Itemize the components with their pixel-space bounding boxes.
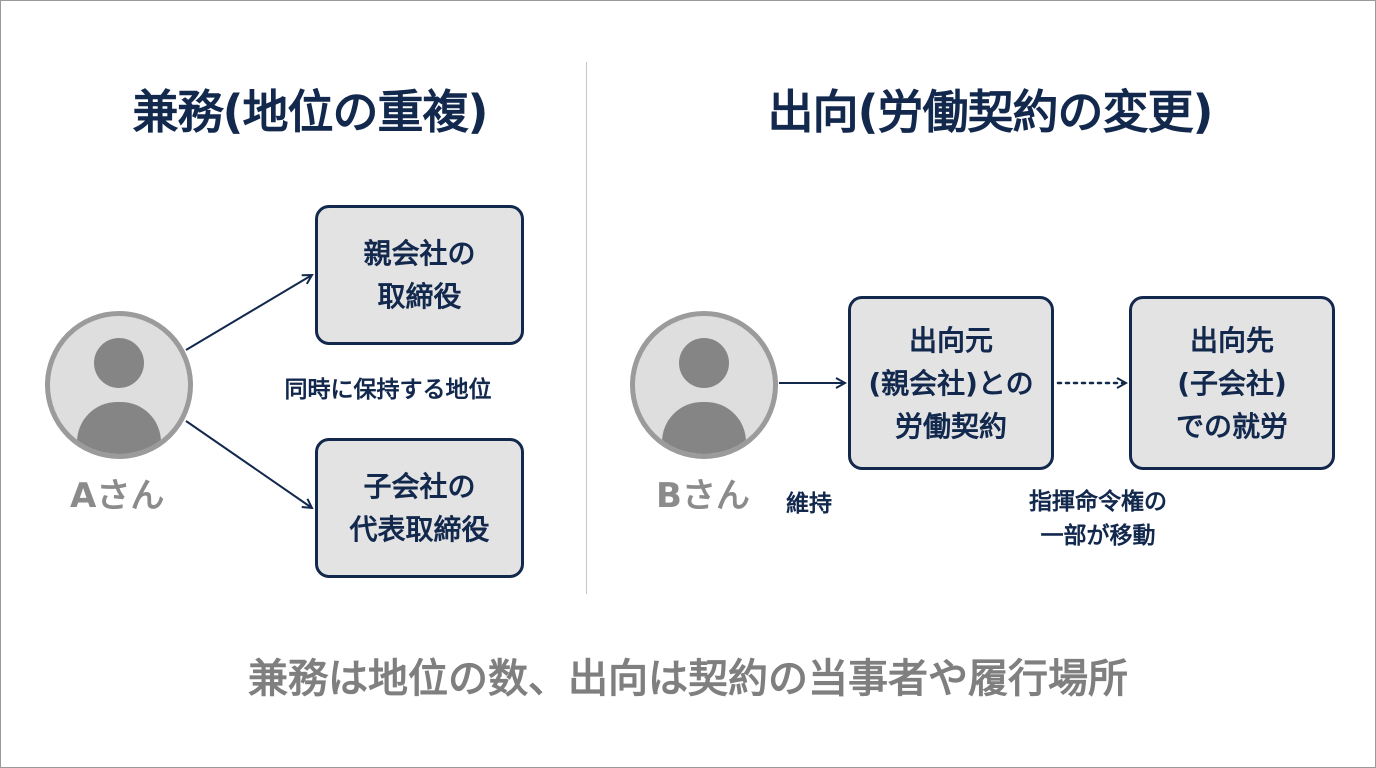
- maintain-note: 維持: [786, 487, 832, 521]
- box-text-line: 子会社の: [363, 470, 476, 503]
- person-a-avatar-icon: [45, 311, 193, 459]
- box-parent-director: 親会社の 取締役: [315, 205, 524, 345]
- transfer-note: 指揮命令権の 一部が移動: [1012, 485, 1184, 553]
- avatar-head: [679, 338, 729, 388]
- box-text-line: での就労: [1175, 409, 1288, 443]
- note-text: 同時に保持する地位: [284, 377, 492, 403]
- person-b-label: Bさん: [656, 476, 750, 516]
- left-panel-title: 兼務(地位の重複): [132, 85, 488, 139]
- avatar-head: [94, 338, 144, 388]
- person-b-avatar-icon: [630, 311, 778, 459]
- arrow-to-parent-director-icon: [185, 275, 312, 351]
- panel-divider: [586, 62, 587, 594]
- avatar-torso: [77, 402, 161, 454]
- right-panel-title: 出向(労働契約の変更): [767, 85, 1213, 139]
- note-text: 一部が移動: [1040, 523, 1156, 549]
- box-text-line: 労働契約: [894, 409, 1007, 443]
- box-text-line: 出向先: [1189, 323, 1274, 357]
- person-a-label: Aさん: [70, 476, 165, 516]
- summary-caption: 兼務は地位の数、出向は契約の当事者や履行場所: [248, 656, 1128, 702]
- simultaneous-position-note: 同時に保持する地位: [262, 373, 514, 407]
- box-text-line: 代表取締役: [349, 513, 490, 546]
- note-text: 維持: [786, 491, 832, 517]
- box-text-line: 出向元: [908, 323, 993, 357]
- box-text-line: (親会社)との: [868, 366, 1034, 400]
- note-text: 指揮命令権の: [1029, 489, 1167, 515]
- box-origin-contract: 出向元 (親会社)との 労働契約: [848, 296, 1054, 470]
- box-text-line: 親会社の: [363, 237, 476, 270]
- box-destination-work: 出向先 (子会社) での就労: [1129, 296, 1335, 470]
- avatar-torso: [662, 402, 746, 454]
- box-text-line: 取締役: [377, 280, 462, 313]
- box-subsidiary-ceo: 子会社の 代表取締役: [315, 438, 524, 578]
- arrow-to-subsidiary-ceo-icon: [185, 420, 312, 508]
- box-text-line: (子会社): [1177, 366, 1287, 400]
